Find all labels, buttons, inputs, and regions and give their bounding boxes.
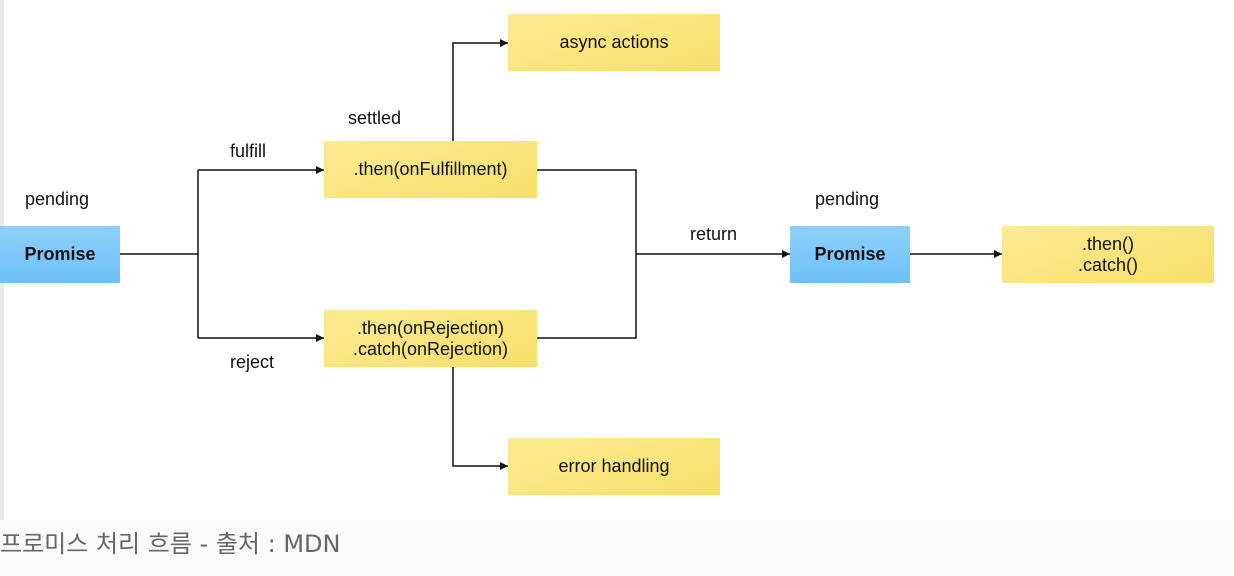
then-rejection-label: .then(onRejection) [356,317,505,338]
then-fulfillment-label: .then(onFulfillment) [353,159,508,179]
error-handling-label: error handling [558,456,670,476]
promise-start-label: Promise [24,244,96,264]
promise-start-box: Promise [0,226,120,283]
promise-end-box: Promise [790,226,910,283]
async-actions-label: async actions [559,32,669,52]
rejection-handler-box: .then(onRejection) .catch(onRejection) [324,310,537,367]
error-handling-box: error handling [508,438,720,495]
left-edge-strip [0,0,4,576]
arrow-error-handling [452,367,508,470]
connector-reject-merge [537,254,637,339]
label-pending-left: pending [25,189,90,209]
label-settled: settled [348,108,402,128]
then-chain-label: .then() [1081,233,1135,254]
catch-rejection-label: .catch(onRejection) [352,338,509,359]
then-catch-chain-box: .then() .catch() [1002,226,1214,283]
label-pending-right: pending [815,189,880,209]
arrow-async-actions [452,39,508,141]
label-reject: reject [230,352,275,372]
label-return: return [690,224,738,244]
then-fulfillment-box: .then(onFulfillment) [324,141,537,198]
promise-end-label: Promise [814,244,886,264]
async-actions-box: async actions [508,14,720,71]
catch-chain-label: .catch() [1077,254,1138,275]
connector-fulfill-merge [537,169,637,254]
caption-background [0,520,1234,576]
figure-caption: 프로미스 처리 흐름 - 출처 : MDN [0,530,341,558]
label-fulfill: fulfill [230,141,267,161]
